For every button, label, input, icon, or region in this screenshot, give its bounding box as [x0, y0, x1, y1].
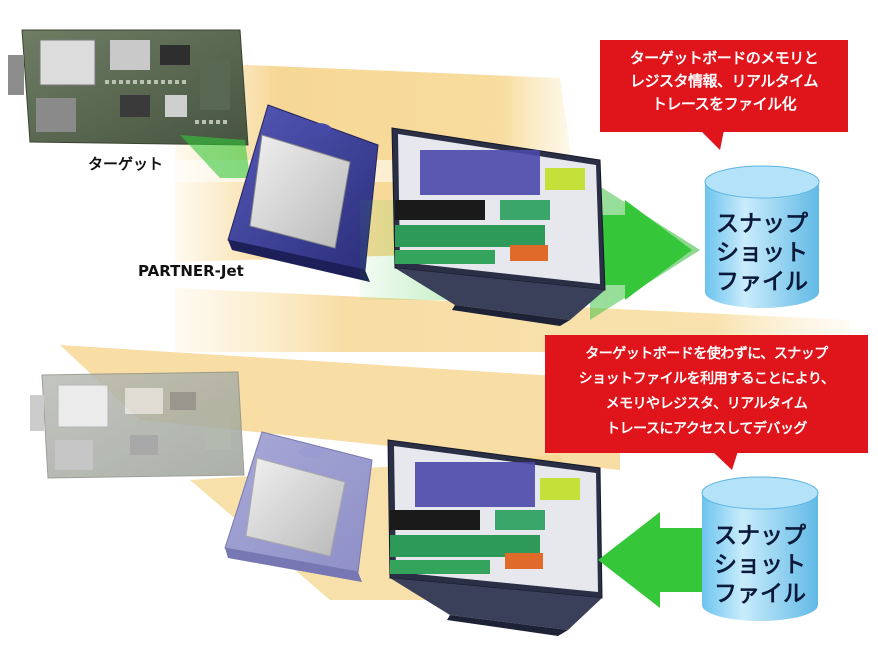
- callout-top-text: ターゲットボードのメモリと レジスタ情報、リアルタイム トレースをファイル化: [629, 49, 819, 113]
- database-top-label: スナップ ショット ファイル: [716, 211, 808, 295]
- database-icon: [701, 476, 819, 621]
- database-icon: [704, 165, 820, 308]
- emulator-device-icon: [227, 104, 379, 282]
- callout-bottom-text: ターゲットボードを使わずに、スナップ ショットファイルを利用することにより、 メ…: [578, 346, 835, 437]
- callout-top-shape: [600, 40, 848, 150]
- laptop-icon: [387, 439, 603, 636]
- database-bottom-label: スナップ ショット ファイル: [714, 523, 806, 607]
- circuit-board-icon: [30, 371, 245, 479]
- emulator-device-icon: [224, 431, 373, 582]
- callout-bottom-shape: [545, 335, 868, 470]
- emulator-label: PARTNER-Jet: [138, 262, 244, 280]
- laptop-icon: [391, 127, 606, 326]
- circuit-board-icon: [8, 29, 249, 146]
- target-label: ターゲット: [88, 155, 164, 173]
